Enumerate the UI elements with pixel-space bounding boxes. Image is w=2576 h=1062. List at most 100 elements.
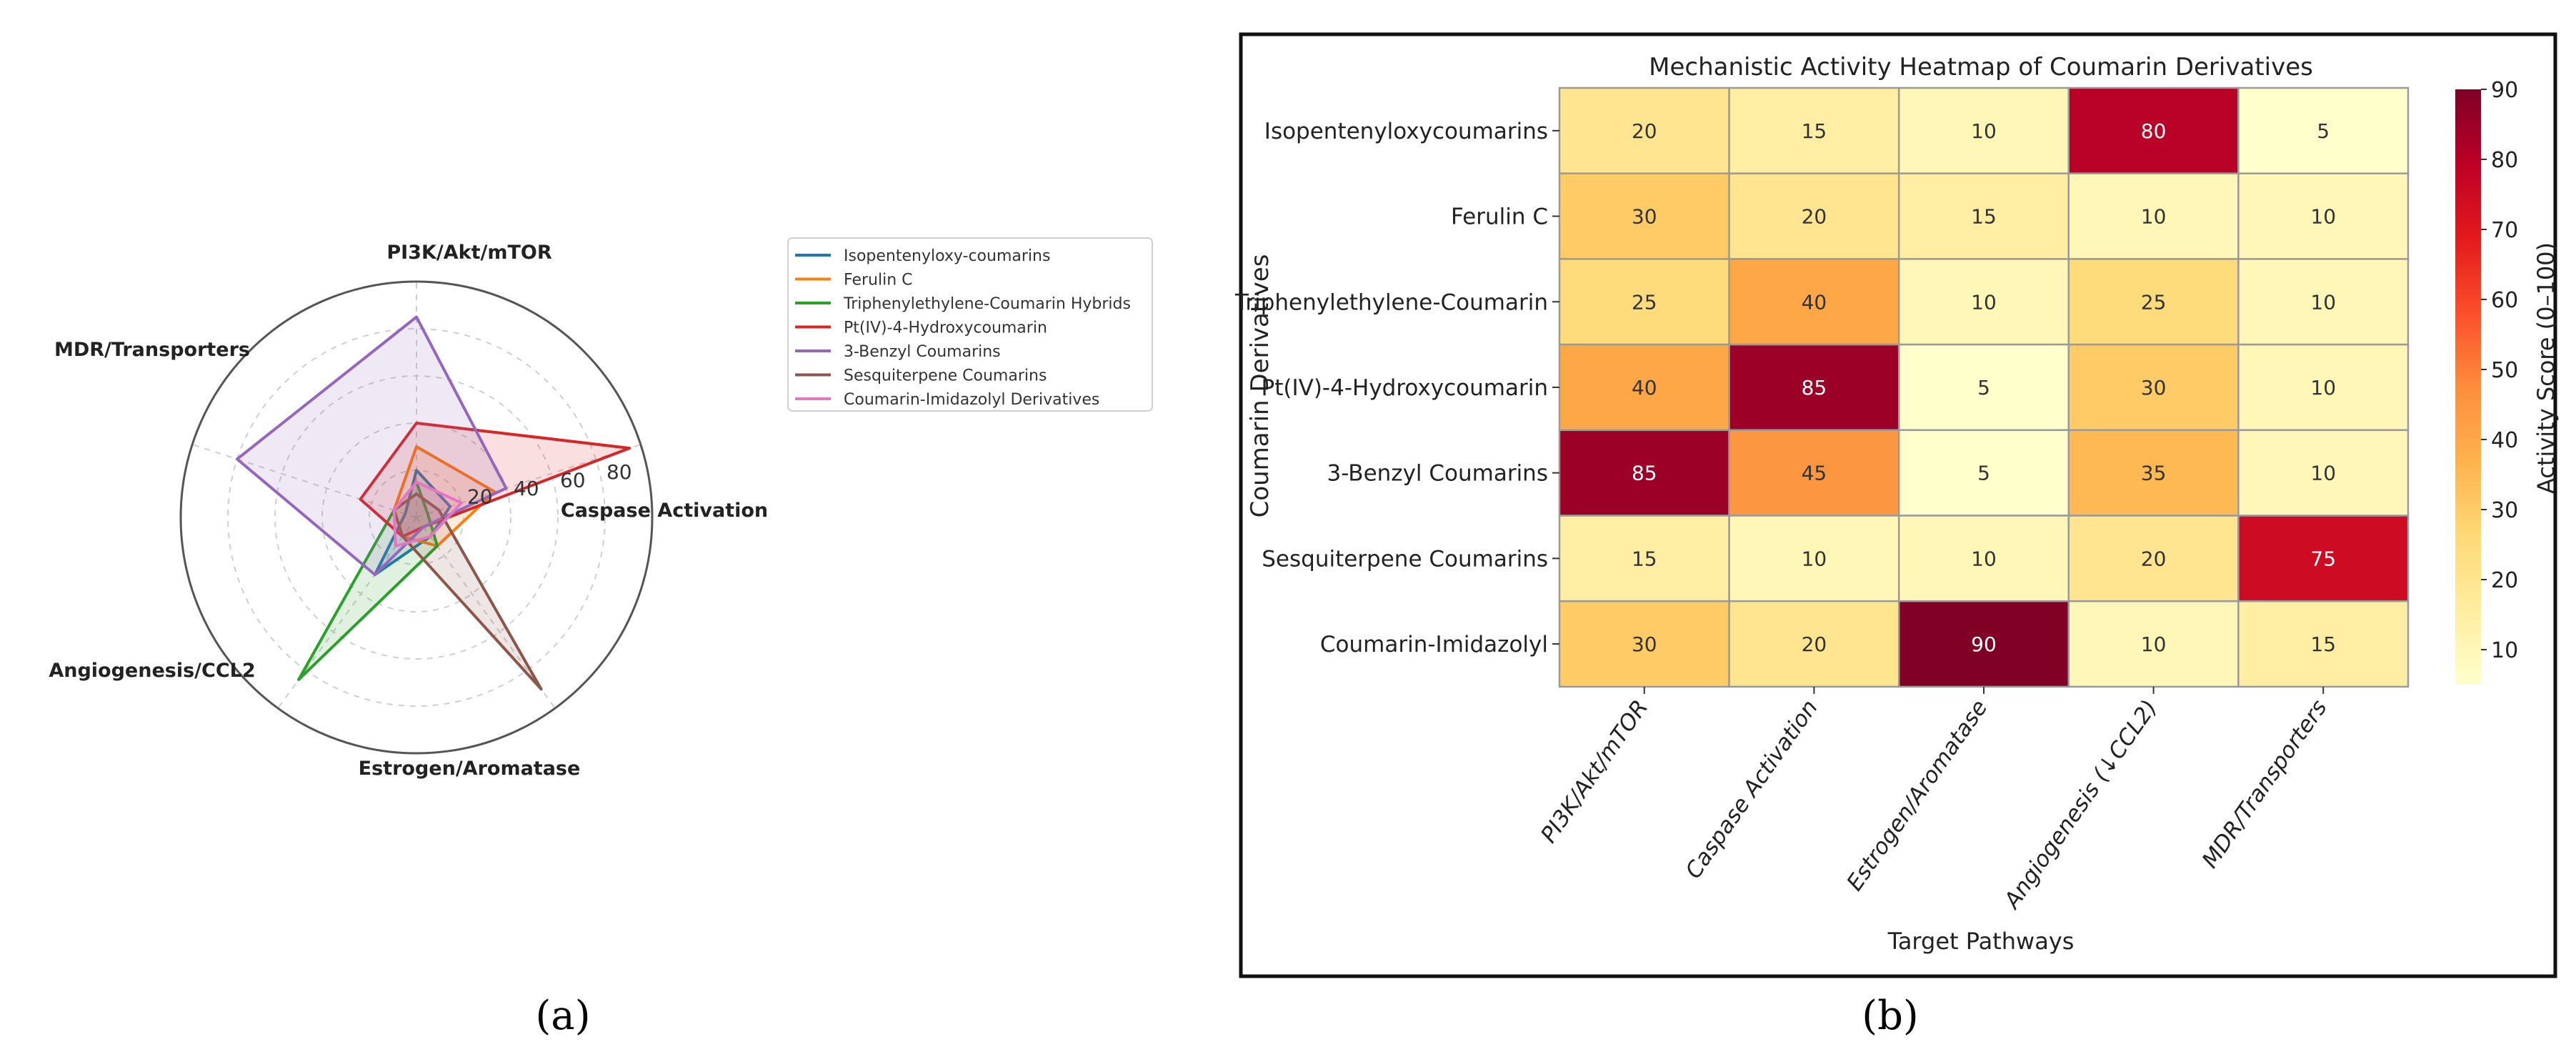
heatmap-cell	[1897, 258, 2070, 346]
heatmap-cell	[1897, 600, 2070, 688]
panel-b-label: (b)	[1862, 993, 1919, 1039]
heatmap-cell-value: 15	[1971, 205, 1997, 229]
heatmap-cell	[2237, 86, 2410, 174]
heatmap-cell-value: 5	[2317, 119, 2330, 143]
legend-entry: Sesquiterpene Coumarins	[844, 367, 1047, 385]
heatmap-cell-value: 35	[2141, 462, 2167, 485]
radar-grid-ring	[321, 422, 511, 612]
legend-entry: Triphenylethylene-Coumarin Hybrids	[843, 295, 1131, 313]
colorbar-tick-label: 30	[2491, 498, 2518, 523]
radar-chart: 20 40 60 80 PI3K/Akt/mTOR Caspase Activation…	[49, 237, 1153, 780]
radar-axis-label: Caspase Activation	[561, 500, 768, 522]
heatmap-cell-value: 15	[1632, 547, 1657, 570]
heatmap-cell-value: 10	[2310, 290, 2336, 314]
radar-spoke	[416, 517, 556, 709]
heatmap-cell	[2237, 258, 2410, 346]
radar-axis-label: MDR/Transporters	[54, 339, 250, 361]
heatmap-cell	[1558, 172, 1730, 260]
colorbar-tick-label: 70	[2491, 218, 2518, 243]
legend-entry: Isopentenyloxy-coumarins	[844, 247, 1050, 265]
heatmap-cell-value: 10	[2141, 205, 2167, 229]
heatmap-cell-value: 30	[2141, 376, 2167, 400]
heatmap-ylabel: Coumarin Derivatives	[1246, 254, 1274, 518]
legend-entry: 3-Benzyl Coumarins	[844, 343, 1001, 361]
heatmap-cell	[2237, 343, 2410, 432]
heatmap-cell-value: 5	[1977, 462, 1990, 485]
legend-entry: Pt(IV)-4-Hydroxycoumarin	[844, 319, 1047, 337]
heatmap-cell	[2237, 172, 2410, 260]
radar-axis-label: Angiogenesis/CCL2	[49, 660, 255, 682]
legend-entry: Coumarin-Imidazolyl Derivatives	[844, 391, 1099, 409]
heatmap-cell-value: 30	[1632, 205, 1657, 229]
heatmap-cell	[1897, 86, 2070, 174]
heatmap-cell	[1728, 86, 1900, 174]
radar-grid-ring	[227, 328, 606, 707]
heatmap-cell-value: 45	[1802, 462, 1827, 485]
radar-axis-labels: PI3K/Akt/mTOR Caspase ActivationEstrogen/…	[49, 242, 768, 780]
heatmap-cell	[2067, 343, 2240, 432]
radar-series-group	[235, 315, 631, 691]
heatmap-cell-value: 10	[1971, 290, 1997, 314]
heatmap-cell-value: 5	[1977, 376, 1990, 400]
heatmap-cell-value: 10	[2141, 632, 2167, 656]
radar-tick-label: 20	[467, 485, 493, 509]
heatmap-cell	[1728, 600, 1900, 688]
colorbar-tick-label: 10	[2491, 638, 2518, 663]
heatmap-cell-value: 20	[1802, 205, 1827, 229]
heatmap-cell	[2067, 172, 2240, 260]
radar-series-0	[373, 469, 452, 577]
heatmap-cell-value: 20	[1802, 632, 1827, 656]
legend-entry: Ferulin C	[844, 272, 913, 289]
heatmap-xlabel: Target Pathways	[1887, 928, 2075, 955]
heatmap-cell-value: 10	[1971, 119, 1997, 143]
heatmap-cell-value: 10	[2310, 376, 2336, 400]
radar-tick-label: 80	[606, 460, 632, 484]
heatmap-cell-value: 80	[2141, 119, 2167, 143]
heatmap-cell-value: 10	[2310, 205, 2336, 229]
radar-outer-ring	[179, 280, 654, 755]
colorbar-label: Activity Score (0–100)	[2532, 242, 2560, 494]
heatmap-title: Mechanistic Activity Heatmap of Coumarin…	[1649, 53, 2313, 81]
heatmap-row-label: Pt(IV)-4-Hydroxycoumarin	[1262, 375, 1548, 401]
heatmap-cell-value: 10	[2310, 462, 2336, 485]
radar-tick-label: 40	[514, 477, 539, 500]
radar-axis-label: PI3K/Akt/mTOR	[386, 242, 552, 264]
heatmap-cell	[2237, 429, 2410, 517]
colorbar-tick-label: 20	[2491, 568, 2518, 593]
colorbar-tick-label: 80	[2491, 148, 2518, 173]
colorbar-tick-label: 90	[2491, 78, 2518, 103]
heatmap-row-label: Isopentenyloxycoumarins	[1264, 119, 1548, 144]
heatmap-row-label: Ferulin C	[1451, 204, 1548, 230]
radar-axis-label: Estrogen/Aromatase	[359, 758, 581, 780]
heatmap-cell-value: 25	[2141, 290, 2167, 314]
heatmap-chart: Mechanistic Activity Heatmap of Coumarin…	[1234, 32, 2560, 978]
heatmap-row-label: Sesquiterpene Coumarins	[1262, 546, 1548, 572]
heatmap-cell	[1728, 258, 1900, 346]
heatmap-cell	[2067, 86, 2240, 174]
heatmap-cell-value: 20	[2141, 547, 2167, 570]
heatmap-cell	[1897, 429, 2070, 517]
radar-series-3	[359, 422, 631, 538]
heatmap-cell-value: 15	[1802, 119, 1827, 143]
heatmap-row-label: Coumarin-Imidazolyl	[1320, 632, 1548, 657]
radar-spoke	[191, 444, 417, 518]
heatmap-cell	[1558, 86, 1730, 174]
heatmap-cell	[1897, 343, 2070, 432]
heatmap-cell	[2067, 600, 2240, 688]
heatmap-row-label: Triphenylethylene-Coumarin	[1234, 289, 1548, 315]
heatmap-cell-value: 30	[1632, 632, 1657, 656]
radar-tick-label: 60	[560, 469, 586, 492]
heatmap-cell-value: 20	[1632, 119, 1657, 143]
heatmap-cell-value: 85	[1632, 462, 1657, 485]
heatmap-cell-value: 40	[1802, 290, 1827, 314]
heatmap-cell-value: 10	[1802, 547, 1827, 570]
heatmap-cell-value: 40	[1632, 376, 1657, 400]
radar-radial-ticks: 20 40 60 80	[467, 460, 632, 508]
heatmap-cell	[1728, 343, 1900, 432]
radar-series-4	[235, 315, 508, 577]
